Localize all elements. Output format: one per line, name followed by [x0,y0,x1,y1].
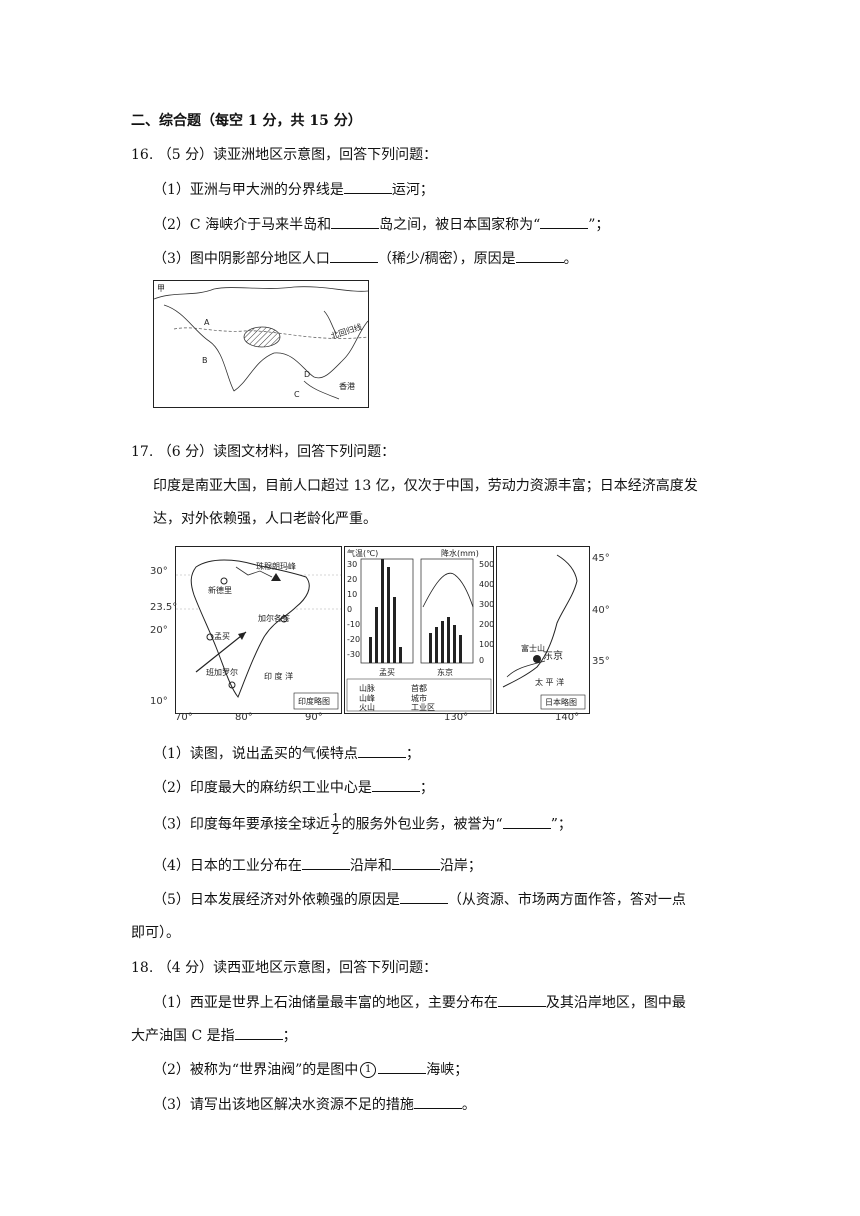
q18-part1-cont: 大产油国 C 是指； [131,1025,297,1046]
q17-part4: （4）日本的工业分布在沿岸和沿岸； [153,855,482,876]
q16-part2: （2）C 海峡介于马来半岛和岛之间，被日本国家称为“”； [153,214,609,235]
ocean-label: 印 度 洋 [264,671,293,681]
lon-label: 80° [235,712,253,723]
tick: -20 [347,635,360,644]
lon-label: 90° [305,712,323,723]
city-mumbai: 孟买 [214,631,230,641]
mountain-label: 珠穆朗玛峰 [256,561,296,571]
legend-item: 山脉 [359,683,375,693]
asia-map: 甲 A B D C 北回归线 香港 [153,280,369,408]
answer-blank[interactable] [343,179,392,194]
label-c: C [294,390,300,399]
q16-stem: 16. （5 分）读亚洲地区示意图，回答下列问题： [131,147,438,163]
q16-part3: （3）图中阴影部分地区人口（稀少/稠密），原因是。 [153,248,578,269]
answer-blank[interactable] [329,248,378,263]
label-a: A [204,318,210,327]
answer-blank[interactable] [502,814,551,829]
label-b: B [202,356,208,365]
label-jia: 甲 [157,284,165,293]
tick: 10 [347,590,357,599]
answer-blank[interactable] [378,1059,427,1074]
q18-stem: 18. （4 分）读西亚地区示意图，回答下列问题： [131,960,438,976]
tick: 300 [479,600,493,609]
india-map: 新德里 加尔各答 孟买 班加罗尔 珠穆朗玛峰 印 度 洋 印度略图 [175,546,342,714]
ylabel-right: 降水(mm) [441,548,479,558]
answer-blank[interactable] [413,1094,462,1109]
q17-stem: 17. （6 分）读图文材料，回答下列问题： [131,444,396,460]
lon-label: 130° [444,712,469,723]
answer-blank[interactable] [515,248,564,263]
q17-part2: （2）印度最大的麻纺织工业中心是； [153,777,434,798]
tick: 400 [479,580,493,589]
q18-part3: （3）请写出该地区解决水资源不足的措施。 [153,1094,476,1115]
q17-material-line2: 达，对外依赖强，人口老龄化严重。 [153,511,377,527]
legend-item: 工业区 [411,702,435,712]
mountain-label: 富士山 [521,643,545,653]
tick: 100 [479,640,493,649]
label-d: D [304,370,310,379]
climate-chart: 气温(℃) 降水(mm) 30 20 10 0 -10 -20 -30 500 … [344,546,494,714]
lon-label: 140° [555,712,580,723]
q17-material-line1: 印度是南亚大国，目前人口超过 13 亿，仅次于中国，劳动力资源丰富；日本经济高度… [153,478,698,494]
answer-blank[interactable] [497,992,546,1007]
ocean-label: 太 平 洋 [535,677,564,687]
city-bangalore: 班加罗尔 [206,667,238,677]
city-delhi: 新德里 [208,585,232,595]
lat-label: 20° [150,625,168,636]
answer-blank[interactable] [391,855,440,870]
q18-part1: （1）西亚是世界上石油储量最丰富的地区，主要分布在及其沿岸地区，图中最 [153,992,686,1013]
answer-blank[interactable] [357,743,406,758]
tick: -30 [347,650,360,659]
japan-map-caption: 日本略图 [545,697,577,707]
legend-item: 城市 [411,693,427,703]
tick: -10 [347,620,360,629]
tick: 0 [347,605,352,614]
legend-item: 火山 [359,702,375,712]
tick: 0 [479,656,484,665]
tick: 30 [347,560,357,569]
section-title: 二、综合题（每空 1 分，共 15 分） [131,113,362,129]
city-label: 孟买 [379,667,395,677]
q17-part1: （1）读图，说出孟买的气候特点； [153,743,420,764]
tick: 200 [479,620,493,629]
label-tropic: 北回归线 [330,322,364,341]
city-kolkata: 加尔各答 [258,613,290,623]
lat-label: 40° [592,605,610,616]
q17-part5-cont: 即可）。 [131,925,180,941]
answer-blank[interactable] [371,777,420,792]
lat-label: 10° [150,696,168,707]
legend-item: 山峰 [359,693,375,703]
label-hk: 香港 [339,381,355,391]
tick: 500 [479,560,493,569]
legend-item: 首都 [411,683,427,693]
answer-blank[interactable] [301,855,350,870]
india-map-caption: 印度略图 [298,696,330,706]
answer-blank[interactable] [331,214,380,229]
tick: 20 [347,575,357,584]
lon-label: 70° [175,712,193,723]
japan-map: 富士山 东京 太 平 洋 日本略图 [496,546,590,714]
answer-blank[interactable] [399,889,448,904]
lat-label: 30° [150,566,168,577]
lat-label: 23.5° [150,602,178,613]
answer-blank[interactable] [540,214,589,229]
city-label: 东京 [437,667,453,677]
capital-label: 东京 [543,649,563,662]
q17-part5: （5）日本发展经济对外依赖强的原因是（从资源、市场两方面作答，答对一点 [153,889,686,910]
lat-label: 45° [592,553,610,564]
ylabel-left: 气温(℃) [347,548,378,558]
q16-part1: （1）亚洲与甲大洲的分界线是运河； [153,179,434,200]
lat-label: 35° [592,656,610,667]
answer-blank[interactable] [234,1025,283,1040]
circled-number: 1 [360,1062,377,1078]
